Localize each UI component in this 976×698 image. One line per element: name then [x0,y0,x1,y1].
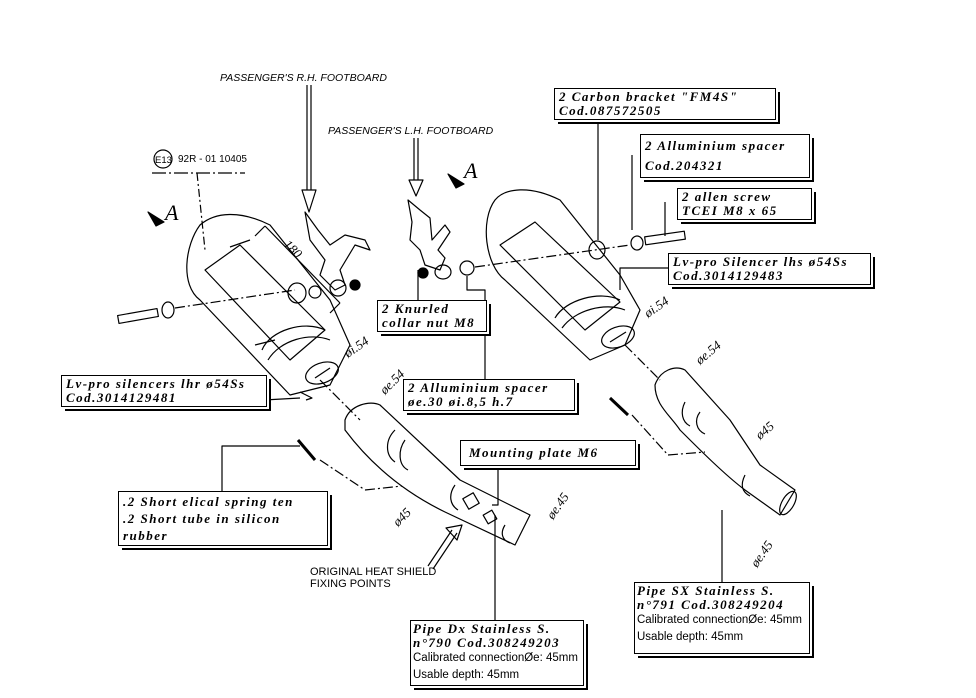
pipe-sx-depth: Usable depth: 45mm [637,631,744,643]
dim-180: 180 [281,237,306,262]
rh-footboard-arrow [301,85,317,213]
left-silencer [186,213,351,401]
allen-screw-spec: TCEI M8 x 65 [682,203,778,218]
callout-knurled-nut: 2 Knurled collar nut M8 [377,300,487,332]
callout-silencer-lhs: Lv-pro Silencer lhs ø54Ss Cod.3014129483 [668,253,871,285]
alu-spacer-mid-spec: øe.30 øi.8,5 h.7 [408,394,514,409]
pipe-dx-name: Pipe Dx Stainless S. [413,621,551,636]
lh-footboard-label: PASSENGER'S L.H. FOOTBOARD [328,125,494,137]
leader-lines [221,118,723,625]
homologation-underline [152,172,245,251]
callout-pipe-sx: Pipe SX Stainless S. n°791 Cod.308249204… [634,582,810,654]
dimension-180-line [254,225,341,314]
lh-footboard-bracket [407,199,631,280]
callout-spring-tube: .2 Short elical spring ten .2 Short tube… [118,491,328,546]
spring-line-3: rubber [123,528,169,543]
dim-right-silencer-inner: øi.54 [640,293,671,321]
heat-shield-line-1: ORIGINAL HEAT SHIELD [310,566,437,578]
silencer-lhs-name: Lv-pro Silencer lhs ø54Ss [673,254,849,269]
callout-pipe-dx: Pipe Dx Stainless S. n°790 Cod.308249203… [410,620,584,686]
right-silencer [485,189,686,361]
callout-aluminium-spacer-mid: 2 Alluminium spacer øe.30 øi.8,5 h.7 [403,379,575,411]
rh-footboard-bracket [304,211,371,299]
view-a-arrow-right [447,173,465,189]
silencer-lhr-name: Lv-pro silencers lhr ø54Ss [66,376,246,391]
mounting-plate-name: Mounting plate M6 [469,445,599,460]
callout-carbon-bracket: 2 Carbon bracket "FM4S" Cod.087572505 [554,88,776,120]
callout-aluminium-spacer-top: 2 Alluminium spacer Cod.204321 [640,134,810,178]
pipe-sx-calibration: Calibrated connectionØe: 45mm [637,614,802,626]
heat-shield-label: ORIGINAL HEAT SHIELD FIXING POINTS [310,566,436,590]
pipe-sx-name: Pipe SX Stainless S. [637,583,775,598]
view-label-a-right: A [462,158,478,183]
carbon-bracket-name: 2 Carbon bracket "FM4S" [559,89,739,104]
dim-left-pipe-outlet: øe.45 [543,489,573,522]
e-mark-text: E13 [155,155,172,166]
dim-right-pipe-mid: ø45 [752,418,778,443]
dim-left-pipe-mid: ø45 [389,504,414,529]
knurled-nut-name: 2 Knurled [382,301,450,316]
pipe-dx-depth: Usable depth: 45mm [413,669,520,681]
right-spring [608,396,706,456]
spring-line-1: .2 Short elical spring ten [123,494,294,509]
view-a-arrow-left [147,211,165,227]
dim-left-silencer-inner: øi.54 [340,333,371,361]
alu-spacer-top-code: Cod.204321 [645,158,724,173]
alu-spacer-top-name: 2 Alluminium spacer [645,138,786,153]
pipe-dx-calibration: Calibrated connectionØe: 45mm [413,652,578,664]
allen-screw-name: 2 allen screw [682,189,772,204]
view-label-a-left: A [163,200,179,225]
right-pipe [624,344,797,516]
lh-footboard-arrow [408,138,424,197]
heat-shield-line-2: FIXING POINTS [310,578,391,590]
dim-right-pipe-outlet: øe.45 [747,537,777,570]
homologation-code: 92R - 01 10405 [178,154,247,165]
left-pipe [319,379,531,546]
left-spring [296,439,403,491]
carbon-bracket-code: Cod.087572505 [559,103,662,118]
alu-spacer-mid-name: 2 Alluminium spacer [408,380,549,395]
callout-allen-screw: 2 allen screw TCEI M8 x 65 [677,188,812,220]
spring-line-2: .2 Short tube in silicon [123,511,281,526]
heat-shield-arrow [427,524,463,570]
left-screw [117,282,307,325]
silencer-lhs-code: Cod.3014129483 [673,268,784,283]
knurled-nut-spec: collar nut M8 [382,315,476,330]
pipe-sx-code: n°791 Cod.308249204 [637,597,785,612]
dim-right-pipe-inlet: øe.54 [692,337,725,368]
rh-footboard-label: PASSENGER'S R.H. FOOTBOARD [220,72,387,84]
e-mark-circle [153,149,173,169]
callout-silencer-lhr: Lv-pro silencers lhr ø54Ss Cod.301412948… [61,375,267,407]
pipe-dx-code: n°790 Cod.308249203 [413,635,561,650]
callout-mounting-plate: Mounting plate M6 [460,440,636,466]
silencer-lhr-code: Cod.3014129481 [66,390,177,405]
